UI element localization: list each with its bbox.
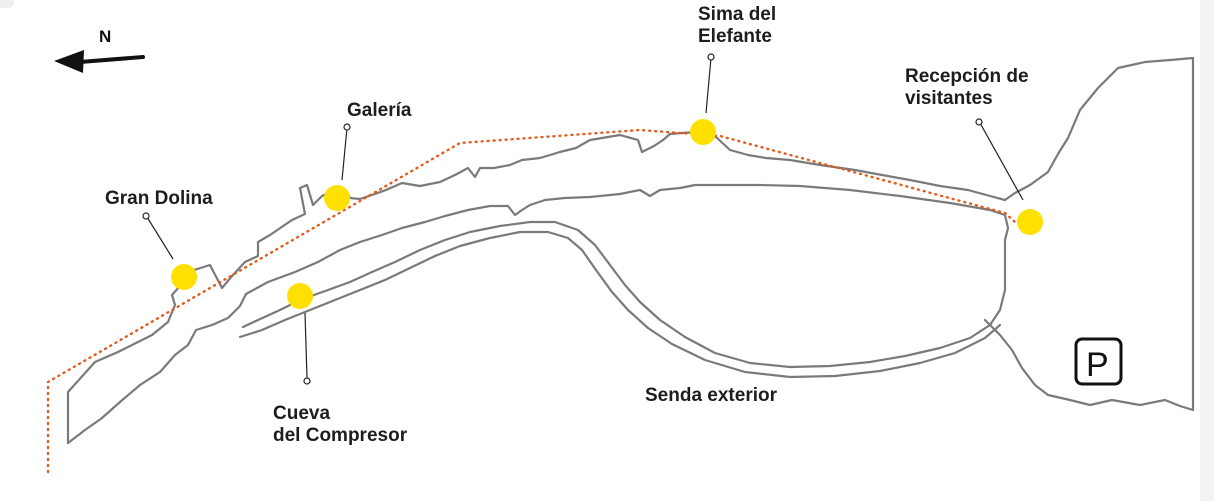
label-gran-dolina: Gran Dolina — [105, 188, 213, 209]
visitor-route — [46, 128, 1017, 474]
parking-label: P — [1086, 346, 1109, 384]
north-arrow: N — [54, 27, 145, 73]
site-markers — [171, 119, 1043, 309]
corner-tab — [0, 0, 14, 8]
right-edge-strip — [1200, 0, 1214, 501]
label-sima-del-elefante: Sima del Elefante — [698, 4, 781, 47]
site-marker-gran-dolina[interactable] — [171, 264, 197, 290]
arrow-left-icon — [78, 55, 145, 64]
label-galeria: Galería — [347, 100, 412, 121]
site-marker-recepcion[interactable] — [1017, 209, 1043, 235]
leader-lines — [142, 53, 1024, 385]
trench-outline — [66, 56, 1195, 445]
outer-path-loop — [238, 213, 1010, 379]
site-labels: Gran Dolina Galería Sima del Elefante Re… — [105, 4, 1034, 446]
parking-sign: P — [1074, 337, 1123, 386]
parking-icon — [1074, 337, 1123, 386]
label-recepcion: Recepción de visitantes — [905, 66, 1034, 109]
north-label: N — [99, 27, 111, 46]
site-marker-galeria[interactable] — [324, 185, 350, 211]
site-marker-sima-del-elefante[interactable] — [690, 119, 716, 145]
label-cueva-del-compresor: Cueva del Compresor — [273, 403, 408, 446]
label-senda-exterior: Senda exterior — [645, 385, 778, 406]
site-marker-cueva-del-compresor[interactable] — [287, 283, 313, 309]
